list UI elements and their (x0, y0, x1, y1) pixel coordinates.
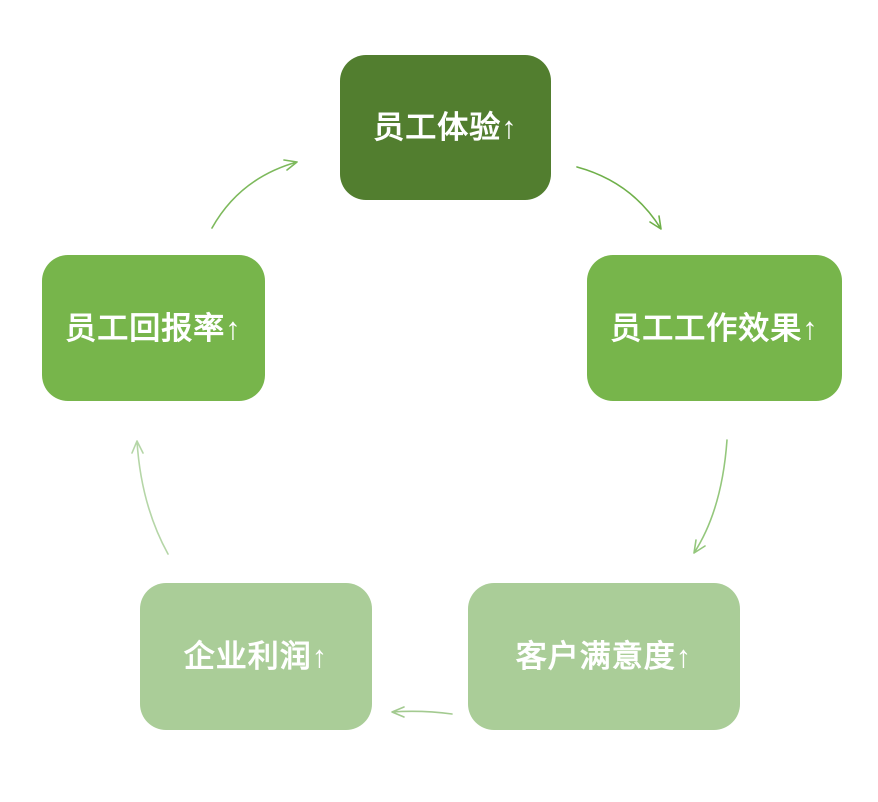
node-employee-return-rate-label: 员工回报率↑ (65, 310, 242, 346)
node-customer-satisfaction-label: 客户满意度↑ (515, 639, 693, 674)
node-employee-work-effect-label: 员工工作效果↑ (610, 310, 819, 346)
arrow-satisfaction-to-profit-icon (391, 706, 453, 718)
node-employee-work-effect: 员工工作效果↑ (587, 255, 842, 401)
arrow-work-effect-to-satisfaction-icon (693, 439, 728, 554)
arrow-experience-to-work-effect-icon (576, 166, 662, 230)
node-employee-experience: 员工体验↑ (340, 55, 551, 200)
node-company-profit-label: 企业利润↑ (183, 639, 329, 674)
arrow-profit-to-return-rate-icon (131, 440, 169, 555)
node-company-profit: 企业利润↑ (140, 583, 372, 730)
arrow-return-rate-to-experience-icon (211, 159, 298, 229)
node-employee-return-rate: 员工回报率↑ (42, 255, 265, 401)
node-customer-satisfaction: 客户满意度↑ (468, 583, 740, 730)
node-employee-experience-label: 员工体验↑ (373, 110, 518, 145)
